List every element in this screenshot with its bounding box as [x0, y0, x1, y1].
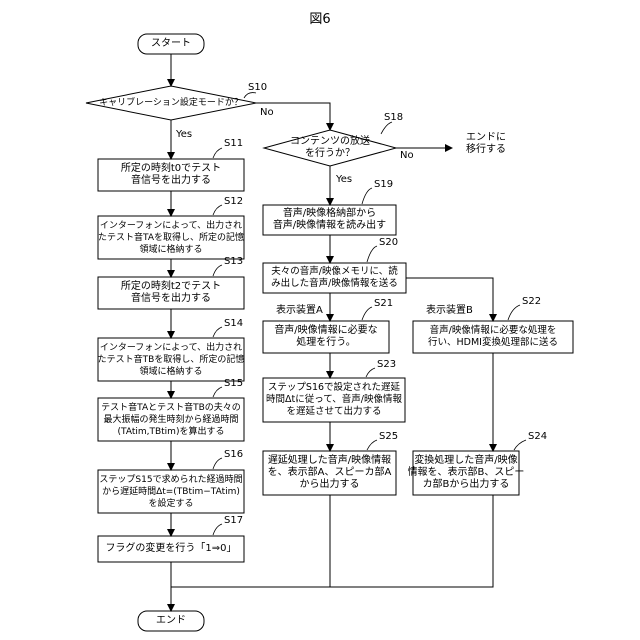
step-label-s11: S11 — [224, 138, 243, 150]
process-s11: 所定の時刻t0でテスト音信号を出力する — [98, 159, 244, 191]
display-b-label: 表示装置B — [426, 305, 473, 317]
yes-label-s18: Yes — [336, 174, 352, 186]
decision-calibration: キャリブレーション設定モードか？ — [92, 97, 250, 109]
step-label-s17: S17 — [224, 515, 243, 527]
decision-broadcast: コンテンツの放送を行うか？ — [270, 136, 390, 160]
step-label-s19: S19 — [374, 179, 393, 191]
step-label-s25: S25 — [379, 431, 398, 443]
figure-title: 図6 — [0, 8, 640, 27]
process-s17: フラグの変更を行う「1⇒0」 — [98, 536, 244, 562]
process-s23: ステップS16で設定された遅延時間Δtに従って、音声/映像情報を遅延させて出力す… — [263, 378, 405, 422]
goto-end-text: エンドに移行する — [456, 132, 516, 156]
process-s16: ステップS15で求められた経過時間から遅延時間Δt=(TBtim−TAtim)を… — [98, 470, 244, 513]
process-s14: インターフォンによって、出力されたテスト音TBを取得し、所定の記憶領域に格納する — [98, 338, 244, 381]
display-a-label: 表示装置A — [276, 305, 323, 317]
process-s25: 遅延処理した音声/映像情報を、表示部A、スピーカ部Aから出力する — [263, 451, 396, 495]
process-s15: テスト音TAとテスト音TBの夫々の最大振幅の発生時刻から経過時間(TAtim,T… — [98, 398, 244, 441]
step-label-s22: S22 — [522, 296, 541, 308]
process-s19: 音声/映像格納部から音声/映像情報を読み出す — [263, 205, 396, 235]
yes-label-s10: Yes — [176, 129, 192, 141]
step-label-s20: S20 — [379, 237, 398, 249]
process-s24: 変換処理した音声/映像情報を、表示部B、スピーカ部Bから出力する — [413, 451, 519, 495]
process-s20: 夫々の音声/映像メモリに、読み出した音声/映像情報を送る — [263, 263, 406, 293]
process-s13: 所定の時刻t2でテスト音信号を出力する — [98, 277, 244, 309]
process-s21: 音声/映像情報に必要な処理を行う。 — [263, 321, 389, 353]
no-label-s18: No — [400, 150, 414, 162]
step-label-s12: S12 — [224, 196, 243, 208]
step-label-s18: S18 — [384, 112, 403, 124]
step-label-s10: S10 — [248, 82, 267, 94]
step-label-s23: S23 — [377, 359, 396, 371]
step-label-s14: S14 — [224, 318, 243, 330]
process-s22: 音声/映像情報に必要な処理を行い、HDMI変換処理部に送る — [413, 321, 573, 353]
no-label-s10: No — [260, 107, 274, 119]
step-label-s21: S21 — [374, 298, 393, 310]
end-terminal-label: エンド — [138, 611, 204, 631]
start-terminal-label: スタート — [138, 34, 204, 54]
step-label-s16: S16 — [224, 449, 243, 461]
process-s12: インターフォンによって、出力されたテスト音TAを取得し、所定の記憶領域に格納する — [98, 216, 244, 259]
step-label-s24: S24 — [528, 431, 547, 443]
